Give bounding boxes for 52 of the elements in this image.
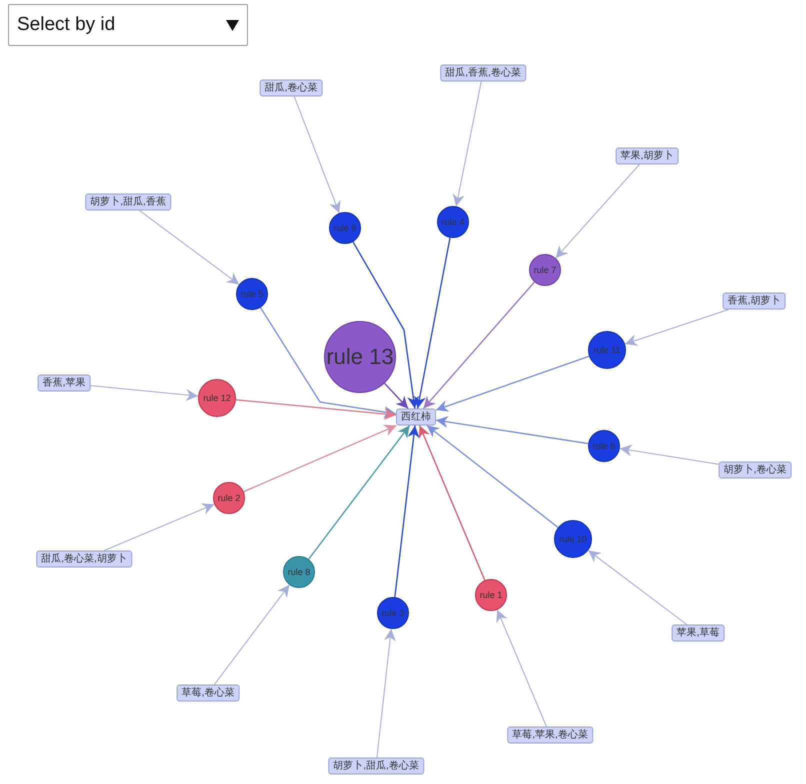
item-label: 胡萝卜,甜瓜,卷心菜 (328, 758, 424, 774)
item-label: 甜瓜,香蕉,卷心菜 (440, 64, 526, 82)
rule-circle: rule 10 (554, 520, 592, 558)
arrow (619, 444, 719, 465)
item-label: 苹果,胡萝卜 (616, 148, 678, 164)
rule-circle: rule 9 (329, 212, 361, 244)
arrow (414, 238, 451, 409)
item-label: 香蕉,胡萝卜 (722, 292, 786, 310)
arrow (394, 425, 420, 598)
arrow (214, 584, 290, 685)
arrow (90, 385, 199, 401)
select-dropdown: Select by id (8, 4, 248, 46)
rule-circle: rule 13 (324, 321, 396, 393)
arrow (236, 399, 396, 420)
rule-circle: rule 4 (437, 206, 469, 238)
rule-circle: rule 12 (198, 379, 236, 417)
item-label: 草莓,苹果,卷心菜 (507, 726, 593, 744)
arrow (308, 425, 410, 560)
item-label: 甜瓜,卷心菜,胡萝卜 (36, 550, 132, 568)
item-label: 甜瓜,卷心菜 (260, 80, 322, 96)
arrow (243, 424, 397, 492)
arrow (426, 424, 558, 528)
arrow (436, 356, 590, 412)
arrow (384, 382, 409, 409)
arrow (555, 164, 640, 259)
arrow (352, 242, 420, 409)
rule-circle: rule 11 (588, 331, 626, 369)
arrow (496, 609, 547, 727)
item-label: 胡萝卜,甜瓜,香蕉 (85, 194, 171, 210)
rule-circle: rule 2 (213, 482, 245, 514)
arrow (422, 282, 535, 409)
arrow (294, 96, 341, 214)
arrow (376, 628, 396, 758)
item-label: 西红柿 (396, 408, 436, 426)
item-label: 草莓,卷心菜 (176, 684, 240, 702)
rule-circle: rule 5 (236, 278, 268, 310)
arrow (260, 307, 396, 418)
arrow (624, 309, 729, 346)
item-label: 苹果,草莓 (672, 624, 724, 642)
rule-circle: rule 8 (283, 556, 315, 588)
arrow (588, 550, 688, 625)
rule-circle: rule 3 (377, 597, 409, 629)
arrow (104, 503, 215, 551)
arrow (138, 210, 240, 285)
rule-circle: rule 1 (475, 579, 507, 611)
item-label: 香蕉,苹果 (38, 374, 90, 392)
rule-circle: rule 6 (588, 430, 620, 462)
item-label: 胡萝卜,卷心菜 (718, 462, 792, 478)
arrow (436, 416, 588, 444)
arrow (452, 81, 482, 207)
arrow (418, 425, 486, 580)
rule-circle: rule 7 (529, 254, 561, 286)
